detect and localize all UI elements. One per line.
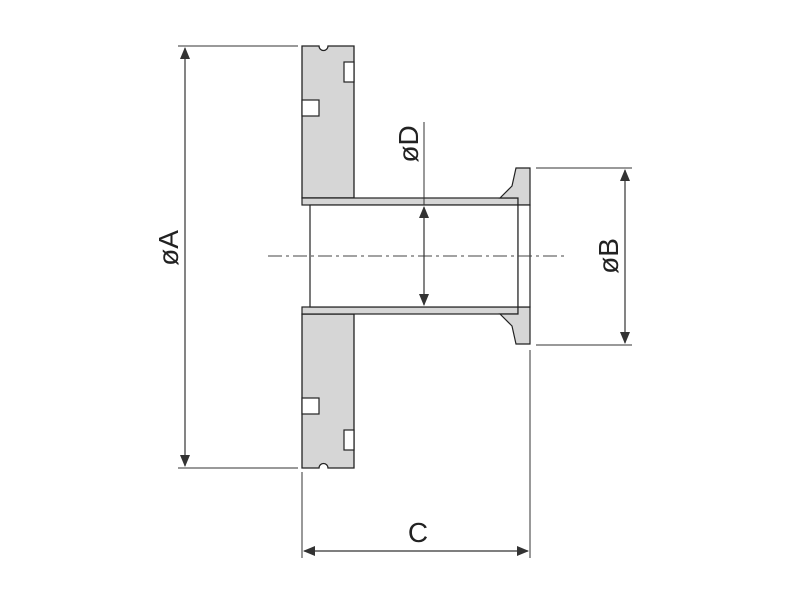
flange-slot: [343, 61, 355, 83]
dimension-a: øA: [153, 45, 298, 469]
dimension-b-label: øB: [593, 238, 624, 274]
dimension-d-label: øD: [393, 125, 424, 162]
small-flange-upper: [498, 167, 531, 206]
flange-slot: [301, 99, 320, 117]
large-flange-body: [301, 45, 355, 469]
dimension-b: øB: [536, 167, 632, 346]
small-flange-lower: [498, 306, 531, 345]
dimension-c: C: [301, 350, 531, 558]
flange-slot: [343, 429, 355, 451]
dimension-d: øD: [393, 122, 429, 306]
dimension-c-label: C: [408, 517, 428, 548]
small-flange: [498, 167, 531, 345]
tube-lower-wall: [301, 306, 519, 315]
tube: [301, 197, 519, 315]
dimension-a-label: øA: [153, 230, 184, 266]
tube-upper-wall: [301, 197, 519, 206]
flange-slot: [301, 397, 320, 415]
